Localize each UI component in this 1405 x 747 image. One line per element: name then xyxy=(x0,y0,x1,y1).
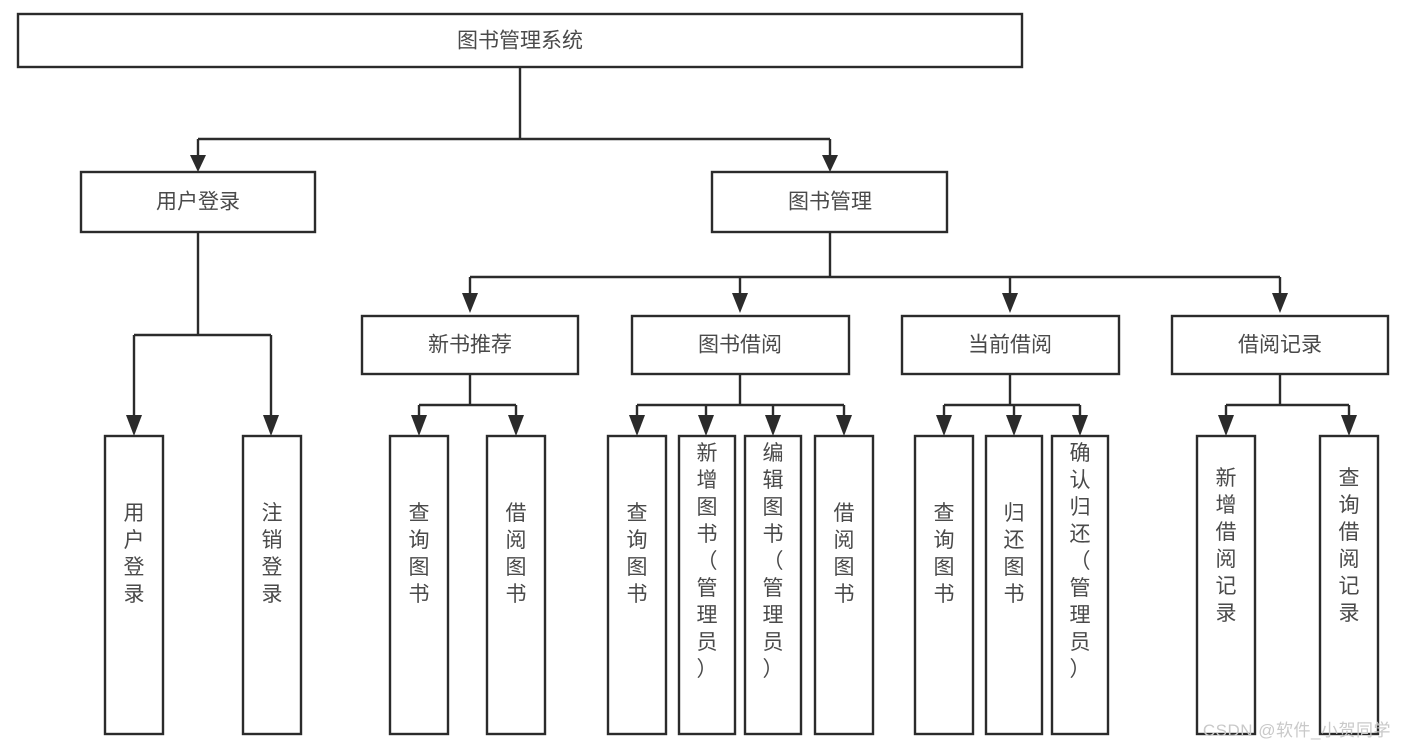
arrow-leaf-user-login xyxy=(126,415,142,436)
leaf-node-return-book[interactable]: 归还图书 xyxy=(984,434,1044,736)
node-borrow-record-label: 借阅记录 xyxy=(1238,334,1322,357)
arrow-leaf-edit-book xyxy=(765,415,781,436)
leaf-node-add-book-admin-label: 新增图书（管理员） xyxy=(697,442,718,681)
leaf-node-query-book-current-label: 查询图书 xyxy=(934,502,955,606)
arrow-leaf-query-record xyxy=(1341,415,1357,436)
arrow-to-new-book xyxy=(462,293,478,313)
leaf-node-query-book-new[interactable]: 查询图书 xyxy=(388,434,450,736)
leaf-node-logout[interactable]: 注销登录 xyxy=(241,434,303,736)
node-root-system[interactable]: 图书管理系统 xyxy=(16,12,1024,69)
leaf-node-query-book-borrow[interactable]: 查询图书 xyxy=(606,434,668,736)
leaf-node-edit-book-admin-label: 编辑图书（管理员） xyxy=(763,442,784,681)
arrow-leaf-borrow-book-1 xyxy=(508,415,524,436)
node-book-manage[interactable]: 图书管理 xyxy=(710,170,949,234)
arrow-leaf-query-book-2 xyxy=(629,415,645,436)
node-borrow-record[interactable]: 借阅记录 xyxy=(1170,314,1390,376)
leaf-node-add-borrow-record-label: 新增借阅记录 xyxy=(1216,467,1237,625)
arrow-leaf-query-book-1 xyxy=(411,415,427,436)
leaf-node-query-book-borrow-label: 查询图书 xyxy=(627,502,648,606)
leaf-node-add-book-admin[interactable]: 新增图书（管理员） xyxy=(677,434,737,736)
leaf-node-query-borrow-record[interactable]: 查询借阅记录 xyxy=(1318,434,1380,736)
leaf-node-borrow-book-borrow[interactable]: 借阅图书 xyxy=(813,434,875,736)
arrow-to-user-login xyxy=(190,155,206,172)
node-book-manage-label: 图书管理 xyxy=(788,191,872,214)
leaf-node-return-book-label: 归还图书 xyxy=(1004,502,1025,606)
node-user-login[interactable]: 用户登录 xyxy=(79,170,317,234)
leaf-node-query-book-new-label: 查询图书 xyxy=(409,502,430,606)
edge-group xyxy=(126,67,1357,436)
arrow-leaf-return-book xyxy=(1006,415,1022,436)
node-new-book-recommend-label: 新书推荐 xyxy=(428,334,512,357)
arrow-to-current-borrow xyxy=(1002,293,1018,313)
arrow-leaf-borrow-book-2 xyxy=(836,415,852,436)
arrow-leaf-confirm-return xyxy=(1072,415,1088,436)
leaf-node-logout-label: 注销登录 xyxy=(262,502,283,606)
leaf-node-borrow-book-borrow-label: 借阅图书 xyxy=(834,502,855,606)
node-current-borrow-label: 当前借阅 xyxy=(968,334,1052,357)
arrow-to-borrow-record xyxy=(1272,293,1288,313)
arrow-leaf-query-book-3 xyxy=(936,415,952,436)
node-book-borrow[interactable]: 图书借阅 xyxy=(630,314,851,376)
arrow-leaf-add-book xyxy=(698,415,714,436)
leaf-node-query-borrow-record-label: 查询借阅记录 xyxy=(1339,467,1360,625)
node-current-borrow[interactable]: 当前借阅 xyxy=(900,314,1121,376)
arrow-to-book-borrow xyxy=(732,293,748,313)
leaf-node-confirm-return-admin[interactable]: 确认归还（管理员） xyxy=(1050,434,1110,736)
leaf-node-user-login-label: 用户登录 xyxy=(124,502,145,606)
arrow-leaf-logout xyxy=(263,415,279,436)
leaf-node-add-borrow-record[interactable]: 新增借阅记录 xyxy=(1195,434,1257,736)
node-user-login-label: 用户登录 xyxy=(156,191,240,214)
leaf-node-query-book-current[interactable]: 查询图书 xyxy=(913,434,975,736)
arrow-to-book-manage xyxy=(822,155,838,172)
leaf-node-edit-book-admin[interactable]: 编辑图书（管理员） xyxy=(743,434,803,736)
leaf-node-user-login[interactable]: 用户登录 xyxy=(103,434,165,736)
node-new-book-recommend[interactable]: 新书推荐 xyxy=(360,314,580,376)
node-book-borrow-label: 图书借阅 xyxy=(698,334,782,357)
arrow-leaf-add-record xyxy=(1218,415,1234,436)
leaf-node-borrow-book-new-label: 借阅图书 xyxy=(506,502,527,606)
leaf-node-confirm-return-admin-label: 确认归还（管理员） xyxy=(1070,442,1091,681)
csdn-watermark: CSDN @软件_小贺同学 xyxy=(1202,721,1391,740)
leaf-node-borrow-book-new[interactable]: 借阅图书 xyxy=(485,434,547,736)
node-root-system-label: 图书管理系统 xyxy=(457,30,583,53)
